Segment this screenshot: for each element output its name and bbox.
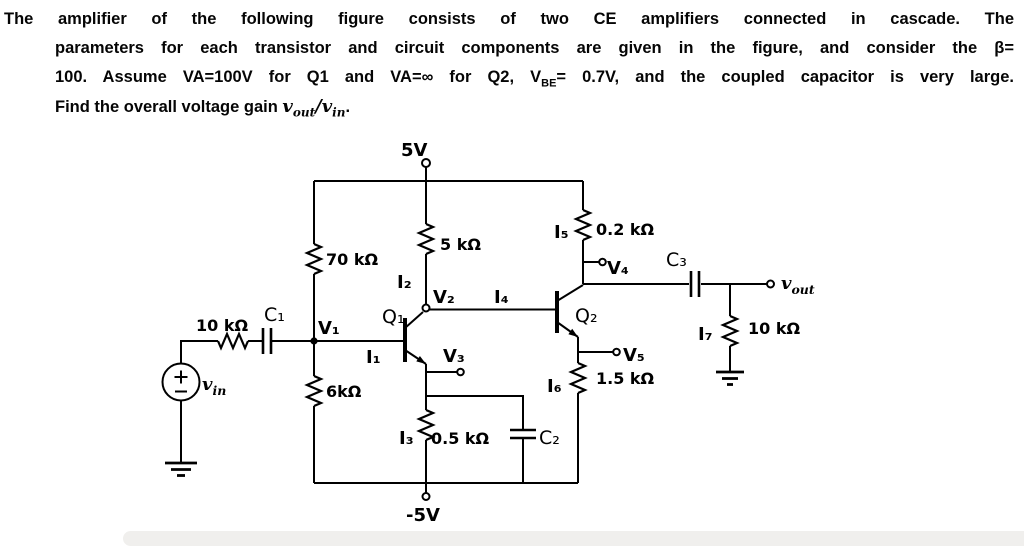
resistor-0p2k-label: 0.2 kΩ — [596, 220, 655, 239]
current-i5-label: I₅ — [554, 222, 569, 243]
current-i4-label: I₄ — [494, 287, 509, 308]
q2-collector — [556, 284, 584, 302]
problem-line-3: 100. Assume VA=100V for Q1 and VA=∞ for … — [4, 63, 1014, 92]
vin-label-v: v — [202, 374, 213, 395]
problem-line-1: The amplifier of the following figure co… — [4, 10, 1014, 28]
node-v3-label: V₃ — [443, 346, 465, 367]
resistor-70k — [304, 242, 324, 276]
gain-vin: v — [321, 96, 333, 117]
line3-post: = 0.7V, and the coupled capacitor is ver… — [556, 68, 1014, 86]
capacitor-c2-label: C₂ — [539, 427, 560, 449]
transistor-q1 — [403, 311, 427, 365]
problem-text: The amplifier of the following figure co… — [4, 5, 1014, 122]
current-i6-label: I₆ — [547, 376, 562, 397]
line4-pre: Find the overall voltage gain — [55, 98, 283, 116]
transistor-q2-label: Q₂ — [575, 305, 598, 327]
wire-emitter1-to-c2 — [426, 395, 524, 430]
transistor-q1-label: Q₁ — [382, 306, 405, 328]
node-v2-terminal — [421, 303, 431, 313]
resistor-0p5k-label: 0.5 kΩ — [431, 429, 490, 448]
node-v4-label: V₄ — [607, 258, 629, 279]
current-i3-label: I₃ — [399, 428, 414, 449]
bottom-gray-bar — [123, 531, 1024, 546]
vout-label: vout — [781, 273, 815, 297]
gain-vin-sub: in — [332, 105, 346, 120]
node-v1-label: V₁ — [318, 318, 340, 339]
supply-5v-terminal — [421, 158, 431, 168]
resistor-5k — [416, 222, 436, 256]
capacitor-c1 — [261, 328, 273, 354]
resistor-source-10k — [216, 331, 250, 351]
vout-terminal — [766, 279, 775, 289]
resistor-70k-label: 70 kΩ — [326, 250, 378, 269]
resistor-1p5k — [568, 361, 588, 395]
vin-plus-sign — [174, 370, 188, 384]
line3-pre: 100. Assume VA=100V for Q1 and VA=∞ for … — [55, 68, 542, 86]
problem-line-4: Find the overall voltage gain vout/vin. — [4, 92, 1014, 122]
node-v3-terminal — [456, 367, 465, 377]
capacitor-c3-label: C₃ — [666, 249, 687, 271]
node-v5-label: V₅ — [623, 345, 645, 366]
gain-vout: v — [282, 96, 293, 117]
vout-label-v: v — [781, 273, 792, 294]
gain-vout-sub: out — [292, 105, 316, 120]
resistor-6k — [304, 374, 324, 408]
q2-emitter-arrow — [568, 328, 578, 337]
node-v2-label: V₂ — [433, 287, 455, 308]
resistor-0p2k — [573, 208, 593, 242]
vin-label: vin — [202, 374, 226, 398]
current-i1-label: I₁ — [366, 347, 381, 368]
q1-emitter-arrow — [416, 356, 426, 364]
output-ground-symbol — [716, 370, 744, 386]
capacitor-c1-label: C₁ — [264, 304, 285, 326]
resistor-6k-label: 6kΩ — [326, 382, 362, 401]
supply-5v-label: 5V — [401, 140, 428, 161]
problem-line-2: parameters for each transistor and circu… — [55, 39, 1014, 57]
vout-label-sub: out — [791, 282, 814, 297]
vin-label-sub: in — [212, 383, 226, 398]
capacitor-c3 — [689, 271, 701, 297]
node-v5-terminal — [612, 347, 621, 357]
resistor-0p5k — [416, 408, 436, 442]
current-i7-label: I₇ — [698, 324, 713, 345]
line4-end: . — [345, 98, 351, 116]
current-i2-label: I₂ — [397, 272, 412, 293]
resistor-1p5k-label: 1.5 kΩ — [596, 369, 655, 388]
resistor-5k-label: 5 kΩ — [440, 235, 481, 254]
q1-collector — [404, 311, 424, 329]
supply-neg5v-terminal — [421, 492, 431, 501]
resistor-load-label: 10 kΩ — [748, 319, 800, 338]
resistor-load-10k — [720, 314, 740, 348]
vbe-subscript: BE — [541, 77, 557, 90]
capacitor-c2 — [510, 428, 536, 440]
node-v4-terminal — [598, 257, 607, 267]
resistor-source-label: 10 kΩ — [196, 316, 248, 335]
vin-top-wire — [180, 340, 218, 364]
supply-neg5v-label: -5V — [406, 505, 440, 526]
input-ground-symbol — [165, 461, 197, 477]
gain-slash: / — [315, 96, 322, 117]
transistor-q2 — [555, 284, 584, 338]
